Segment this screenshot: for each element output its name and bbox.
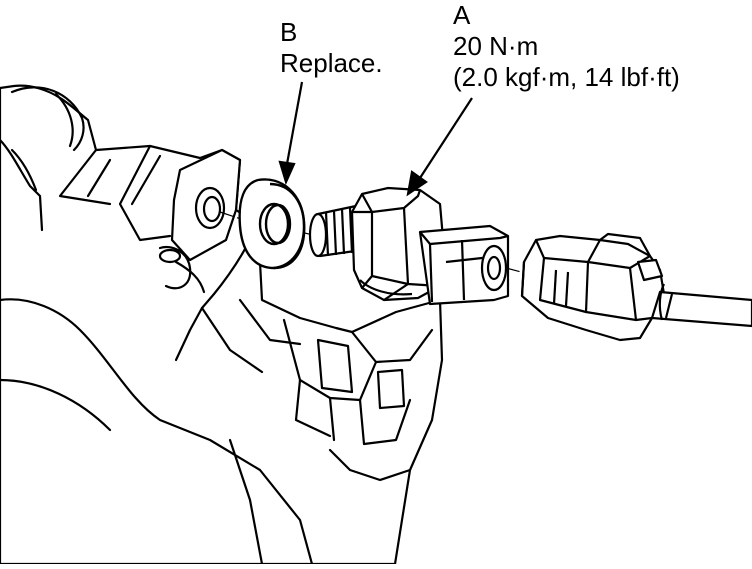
callout-a-arrow bbox=[406, 97, 473, 197]
wiring-connector-icon bbox=[520, 232, 666, 342]
callout-b-note: Replace. bbox=[280, 48, 383, 78]
callout-a-torque-imperial: (2.0 kgf·m, 14 lbf·ft) bbox=[453, 62, 680, 92]
wire-harness-icon bbox=[650, 283, 752, 328]
callout-a: A 20 N·m (2.0 kgf·m, 14 lbf·ft) bbox=[453, 0, 680, 92]
callout-b-arrow bbox=[278, 81, 304, 186]
knock-sensor-icon bbox=[308, 186, 510, 306]
sealing-washer-icon bbox=[238, 178, 306, 270]
callout-b: B Replace. bbox=[280, 17, 383, 78]
engine-block-icon bbox=[0, 84, 444, 566]
callout-a-torque-metric: 20 N·m bbox=[453, 31, 538, 61]
callout-b-letter: B bbox=[280, 17, 297, 47]
callout-a-letter: A bbox=[453, 0, 471, 30]
